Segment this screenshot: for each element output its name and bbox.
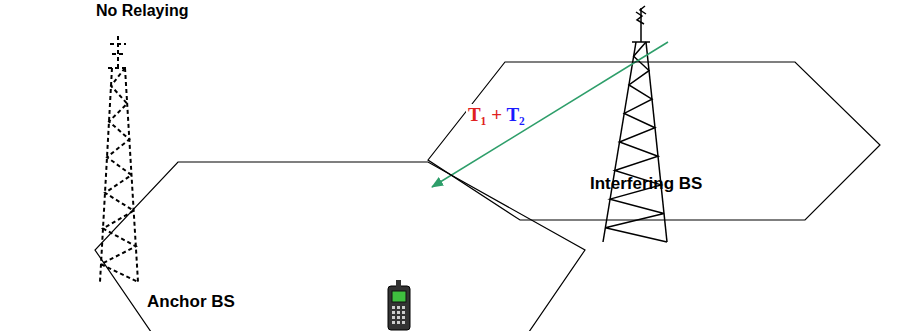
mobile-phone <box>388 280 410 330</box>
scenario-title: No Relaying <box>96 2 188 20</box>
signal-label: T₁ + T₂ <box>466 104 527 126</box>
interference-arrow <box>432 42 668 187</box>
cell-hexagon: Anchor BS <box>95 160 585 331</box>
anchor-tower <box>100 36 138 282</box>
station-label: Interfering BS <box>590 174 702 194</box>
station-label: Anchor BS <box>147 292 235 312</box>
hexagon-outline <box>425 60 880 222</box>
cell-hexagon: Interfering BS <box>425 60 880 222</box>
interfering-tower <box>603 6 667 242</box>
